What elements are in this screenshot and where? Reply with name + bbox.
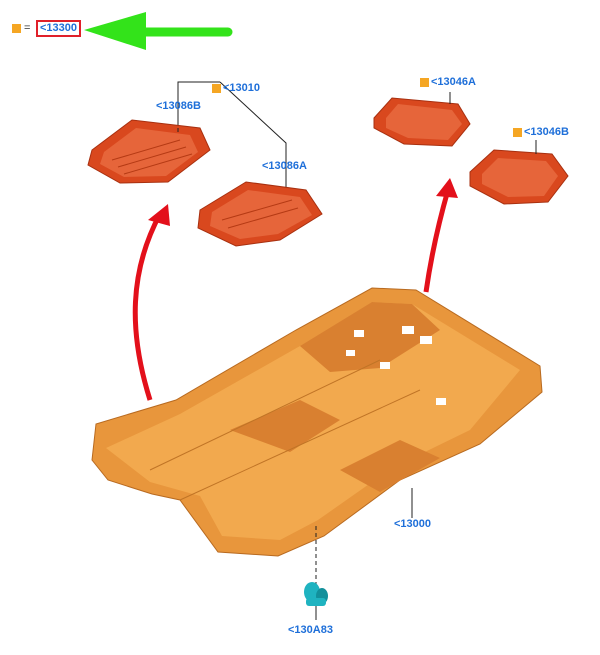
rear-right-mat[interactable] <box>469 149 569 205</box>
label-retainer-clip[interactable]: <130A83 <box>288 624 333 636</box>
legend-equals: = <box>24 22 31 34</box>
rear-left-square-icon <box>420 78 429 87</box>
label-mat-set[interactable]: <13010 <box>223 82 261 94</box>
legend-square-icon <box>12 24 21 33</box>
label-rear-right-mat[interactable]: <13046B <box>524 126 569 138</box>
label-front-left-mat[interactable]: <13086B <box>156 100 201 112</box>
green-arrow-icon <box>84 12 233 50</box>
label-floor-carpet[interactable]: <13000 <box>394 518 432 530</box>
red-arrow-icon <box>132 178 458 401</box>
label-rear-left-mat[interactable]: <13046A <box>431 76 476 88</box>
mat-set-square-icon <box>212 84 221 93</box>
label-front-right-mat[interactable]: <13086A <box>262 160 307 172</box>
rear-left-mat[interactable] <box>373 97 471 147</box>
rear-right-square-icon <box>513 128 522 137</box>
front-left-mat[interactable] <box>87 119 211 184</box>
legend-part-code[interactable]: <13300 <box>36 20 82 37</box>
front-right-mat[interactable] <box>197 181 323 247</box>
retainer-clip-icon[interactable] <box>304 582 328 606</box>
floor-carpet[interactable] <box>91 287 543 557</box>
